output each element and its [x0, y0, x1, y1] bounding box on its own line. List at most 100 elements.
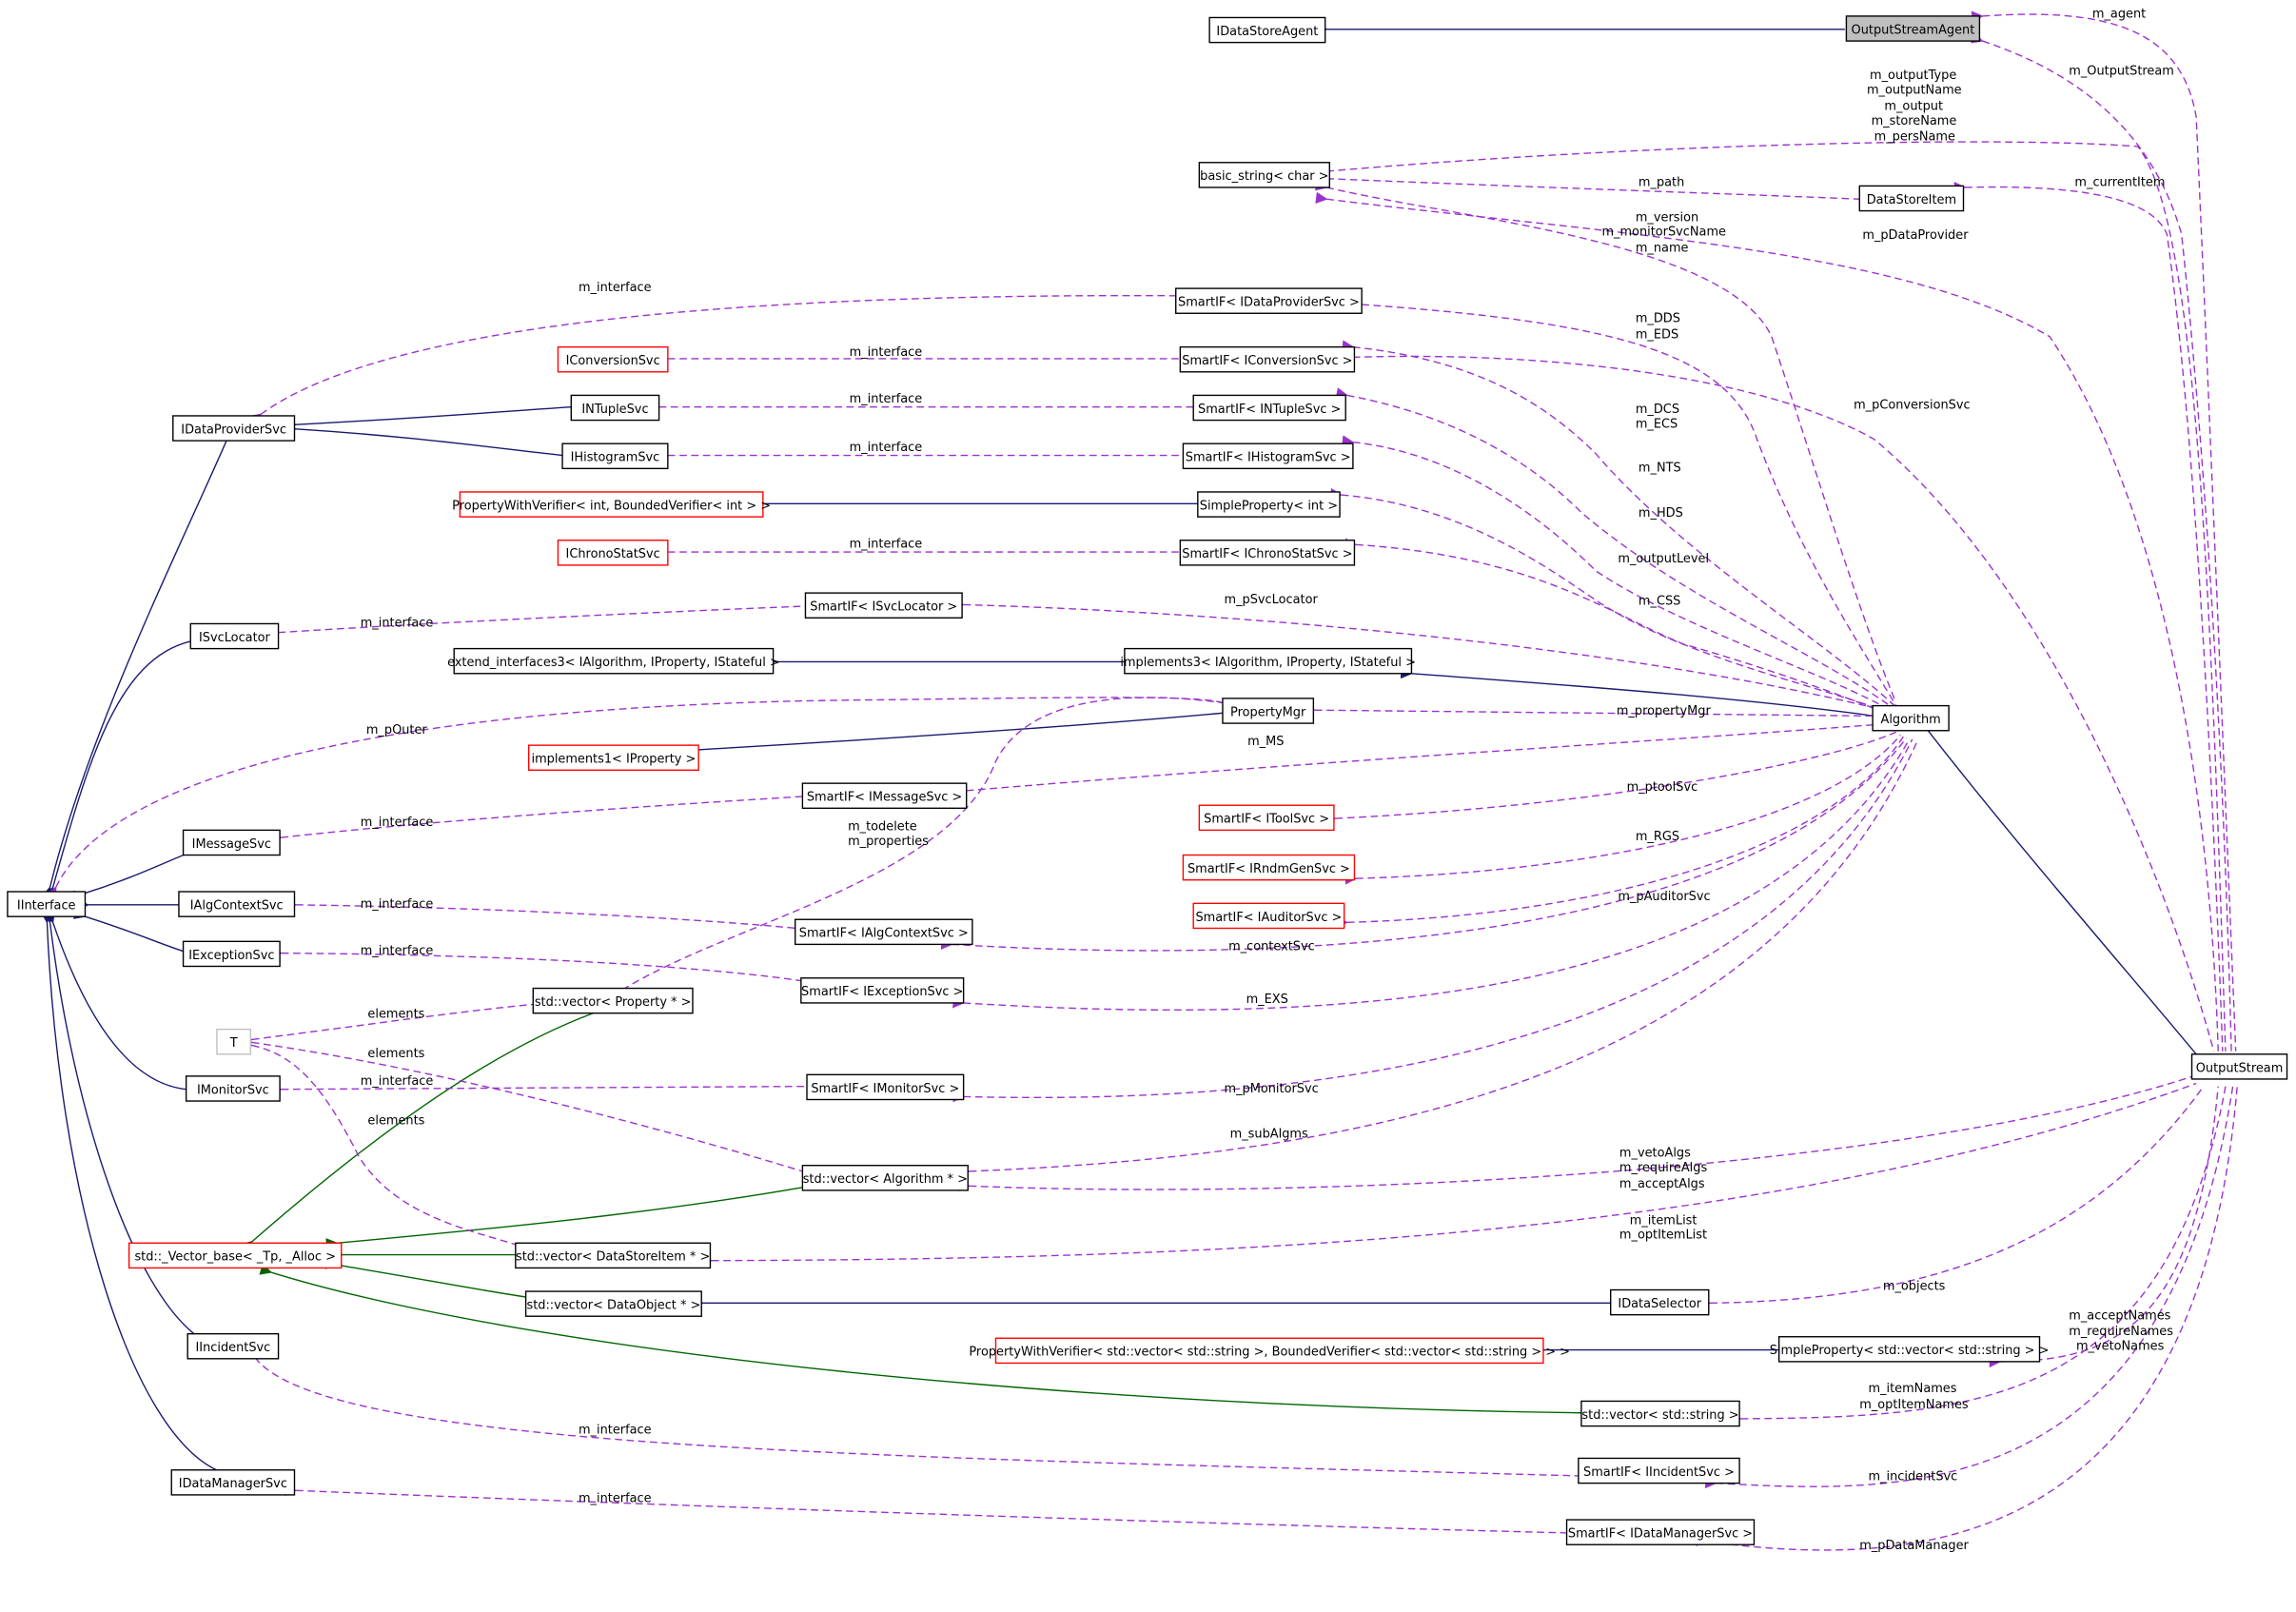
node-propertywithverifier-int[interactable]: PropertyWithVerifier< int, BoundedVerifi…	[452, 491, 771, 518]
node-intuplesvc[interactable]: INTupleSvc	[570, 394, 660, 422]
edge-label: m_outputLevel	[1618, 552, 1709, 566]
edge-use-m-currentitem	[1953, 181, 2224, 1052]
edge-label: m_interface	[361, 816, 434, 830]
node-implements1[interactable]: implements1< IProperty >	[527, 744, 699, 771]
node-smartif-ialgcontextsvc[interactable]: SmartIF< IAlgContextSvc >	[795, 918, 973, 946]
node-label: SmartIF< IExceptionSvc >	[801, 985, 963, 999]
node-smartif-iincidentsvc[interactable]: SmartIF< IIncidentSvc >	[1578, 1457, 1740, 1484]
edge-use-exc-interface	[270, 947, 803, 982]
edge-use-m-pmonitorsvc	[952, 738, 1913, 1103]
node-smartif-itoolsvc[interactable]: SmartIF< IToolSvc >	[1198, 804, 1335, 832]
edge-use-m-nts	[1335, 387, 1898, 713]
node-idataprovidersvc[interactable]: IDataProviderSvc	[172, 415, 296, 442]
node-smartif-iauditorsvc[interactable]: SmartIF< IAuditorSvc >	[1192, 902, 1345, 930]
node-label: SmartIF< IChronoStatSvc >	[1182, 547, 1352, 561]
node-iinterface[interactable]: IInterface	[7, 891, 87, 917]
node-smartif-imessagesvc[interactable]: SmartIF< IMessageSvc >	[801, 782, 968, 810]
edge-label: m_ECS	[1636, 417, 1678, 431]
node-idatamanagersvc[interactable]: IDataManagerSvc	[170, 1469, 296, 1496]
node-iexceptionsvc[interactable]: IExceptionSvc	[182, 940, 281, 968]
node-label: SmartIF< IDataManagerSvc >	[1568, 1527, 1753, 1542]
edge-use-m-pdataprovider	[1315, 191, 2219, 1052]
node-imessagesvc[interactable]: IMessageSvc	[182, 829, 281, 856]
node-ialgcontextsvc[interactable]: IAlgContextSvc	[178, 891, 296, 917]
node-idatastoreagent[interactable]: IDataStoreAgent	[1208, 16, 1326, 44]
edge-label: m_interface	[579, 281, 652, 295]
node-algorithm[interactable]: Algorithm	[1872, 704, 1950, 732]
edge-use-m-ptoolsvc	[1324, 731, 1897, 825]
node-smartif-idataprovidersvc[interactable]: SmartIF< IDataProviderSvc >	[1175, 287, 1363, 314]
edge-use-inc-interface	[244, 1345, 1579, 1477]
node-simpleproperty-int[interactable]: SimpleProperty< int >	[1197, 491, 1341, 518]
node-label: SmartIF< IMonitorSvc >	[811, 1082, 959, 1096]
node-t[interactable]: T	[216, 1028, 252, 1055]
node-imonitorsvc[interactable]: IMonitorSvc	[185, 1075, 281, 1102]
edge-label: m_NTS	[1639, 461, 1681, 475]
node-smartif-ihistogramsvc[interactable]: SmartIF< IHistogramSvc >	[1182, 442, 1354, 470]
edge-inherit-outputstream-algorithm	[1915, 717, 2197, 1055]
node-smartif-iexceptionsvc[interactable]: SmartIF< IExceptionSvc >	[800, 977, 965, 1004]
node-simpleproperty-vecstr[interactable]: SimpleProperty< std::vector< std::string…	[1770, 1336, 2050, 1363]
edge-label: m_propertyMgr	[1617, 704, 1712, 718]
edge-inherit-imessagesvc-iinterface	[72, 851, 191, 902]
edge-use-smartif-dp-interface	[248, 294, 1176, 426]
edge-use-m-pdatamanager	[1696, 1086, 2238, 1551]
edge-label: m_requireNames	[2069, 1325, 2173, 1339]
node-smartif-irndmgensvc[interactable]: SmartIF< IRndmGenSvc >	[1182, 854, 1356, 881]
edge-label: m_storeName	[1872, 114, 1957, 128]
edge-label: m_MS	[1247, 735, 1284, 749]
edge-inherit-imonitorsvc-iinterface	[44, 910, 186, 1091]
node-label: IInterface	[17, 898, 76, 913]
edge-inherit-intuplesvc-idataprovidersvc	[285, 406, 572, 431]
edge-inherit-iincidentsvc-iinterface	[42, 911, 199, 1338]
node-isvclocator[interactable]: ISvcLocator	[189, 622, 280, 650]
node-propertywithverifier-vecstr[interactable]: PropertyWithVerifier< std::vector< std::…	[969, 1337, 1570, 1365]
node-iconversionsvc[interactable]: IConversionSvc	[557, 345, 669, 373]
edge-label: m_vetoAlgs	[1619, 1146, 1691, 1160]
edge-label: m_CSS	[1639, 594, 1680, 608]
edge-label: m_interface	[850, 441, 923, 455]
edge-label: m_interface	[361, 944, 434, 958]
edge-use-m-vetoalgs	[958, 1075, 2194, 1192]
node-smartif-idatamanagersvc[interactable]: SmartIF< IDataManagerSvc >	[1565, 1519, 1756, 1545]
node-implements3[interactable]: implements3< IAlgorithm, IProperty, ISta…	[1120, 647, 1416, 675]
edge-use-m-pouter	[46, 697, 1224, 900]
edge-label: m_OutputStream	[2069, 64, 2174, 78]
node-vector-string[interactable]: std::vector< std::string >	[1580, 1400, 1740, 1427]
edge-label: m_outputName	[1867, 83, 1962, 97]
node-vector-property[interactable]: std::vector< Property * >	[532, 987, 694, 1014]
node-propertymgr[interactable]: PropertyMgr	[1222, 698, 1315, 724]
node-outputstream[interactable]: OutputStream	[2190, 1053, 2288, 1080]
node-label: OutputStreamAgent	[1852, 23, 1975, 37]
node-label: IAlgContextSvc	[190, 898, 284, 913]
node-vector-datastoreitem[interactable]: std::vector< DataStoreItem * >	[515, 1242, 712, 1269]
edge-label: m_interface	[361, 1074, 434, 1089]
node-ihistogramsvc[interactable]: IHistogramSvc	[561, 442, 669, 470]
node-extend-interfaces3[interactable]: extend_interfaces3< IAlgorithm, IPropert…	[447, 647, 780, 675]
edge-label: m_interface	[850, 345, 923, 360]
node-vector-dataobject[interactable]: std::vector< DataObject * >	[524, 1290, 702, 1317]
edge-label: elements	[367, 1114, 424, 1129]
node-iincidentsvc[interactable]: IIncidentSvc	[186, 1332, 280, 1360]
node-datastoreitem[interactable]: DataStoreItem	[1858, 185, 1965, 212]
node-vector-algorithm[interactable]: std::vector< Algorithm * >	[801, 1165, 969, 1191]
edge-inherit-iexceptionsvc-iinterface	[72, 907, 186, 953]
node-smartif-ichronostatsvc[interactable]: SmartIF< IChronoStatSvc >	[1179, 540, 1356, 566]
node-smartif-intuplesvc[interactable]: SmartIF< INTupleSvc >	[1192, 394, 1346, 422]
edge-label: m_output	[1884, 99, 1943, 113]
node-ichronostatsvc[interactable]: IChronoStatSvc	[557, 540, 669, 566]
node-smartif-isvclocator[interactable]: SmartIF< ISvcLocator >	[804, 592, 963, 619]
edge-label: m_objects	[1883, 1280, 1946, 1294]
node-vector-base[interactable]: std::_Vector_base< _Tp, _Alloc >	[128, 1242, 343, 1269]
node-smartif-imonitorsvc[interactable]: SmartIF< IMonitorSvc >	[806, 1073, 965, 1101]
node-label: extend_interfaces3< IAlgorithm, IPropert…	[447, 656, 780, 670]
node-label: IExceptionSvc	[188, 949, 274, 963]
node-label: SmartIF< IToolSvc >	[1204, 813, 1329, 827]
node-idataselector[interactable]: IDataSelector	[1610, 1288, 1710, 1316]
edge-inherit-idatamanagersvc-iinterface	[40, 911, 221, 1472]
node-basic-string[interactable]: basic_string< char >	[1198, 162, 1330, 188]
node-label: IChronoStatSvc	[566, 547, 660, 561]
node-smartif-iconversionsvc[interactable]: SmartIF< IConversionSvc >	[1179, 345, 1356, 373]
node-outputstreamagent[interactable]: OutputStreamAgent	[1845, 15, 1981, 42]
